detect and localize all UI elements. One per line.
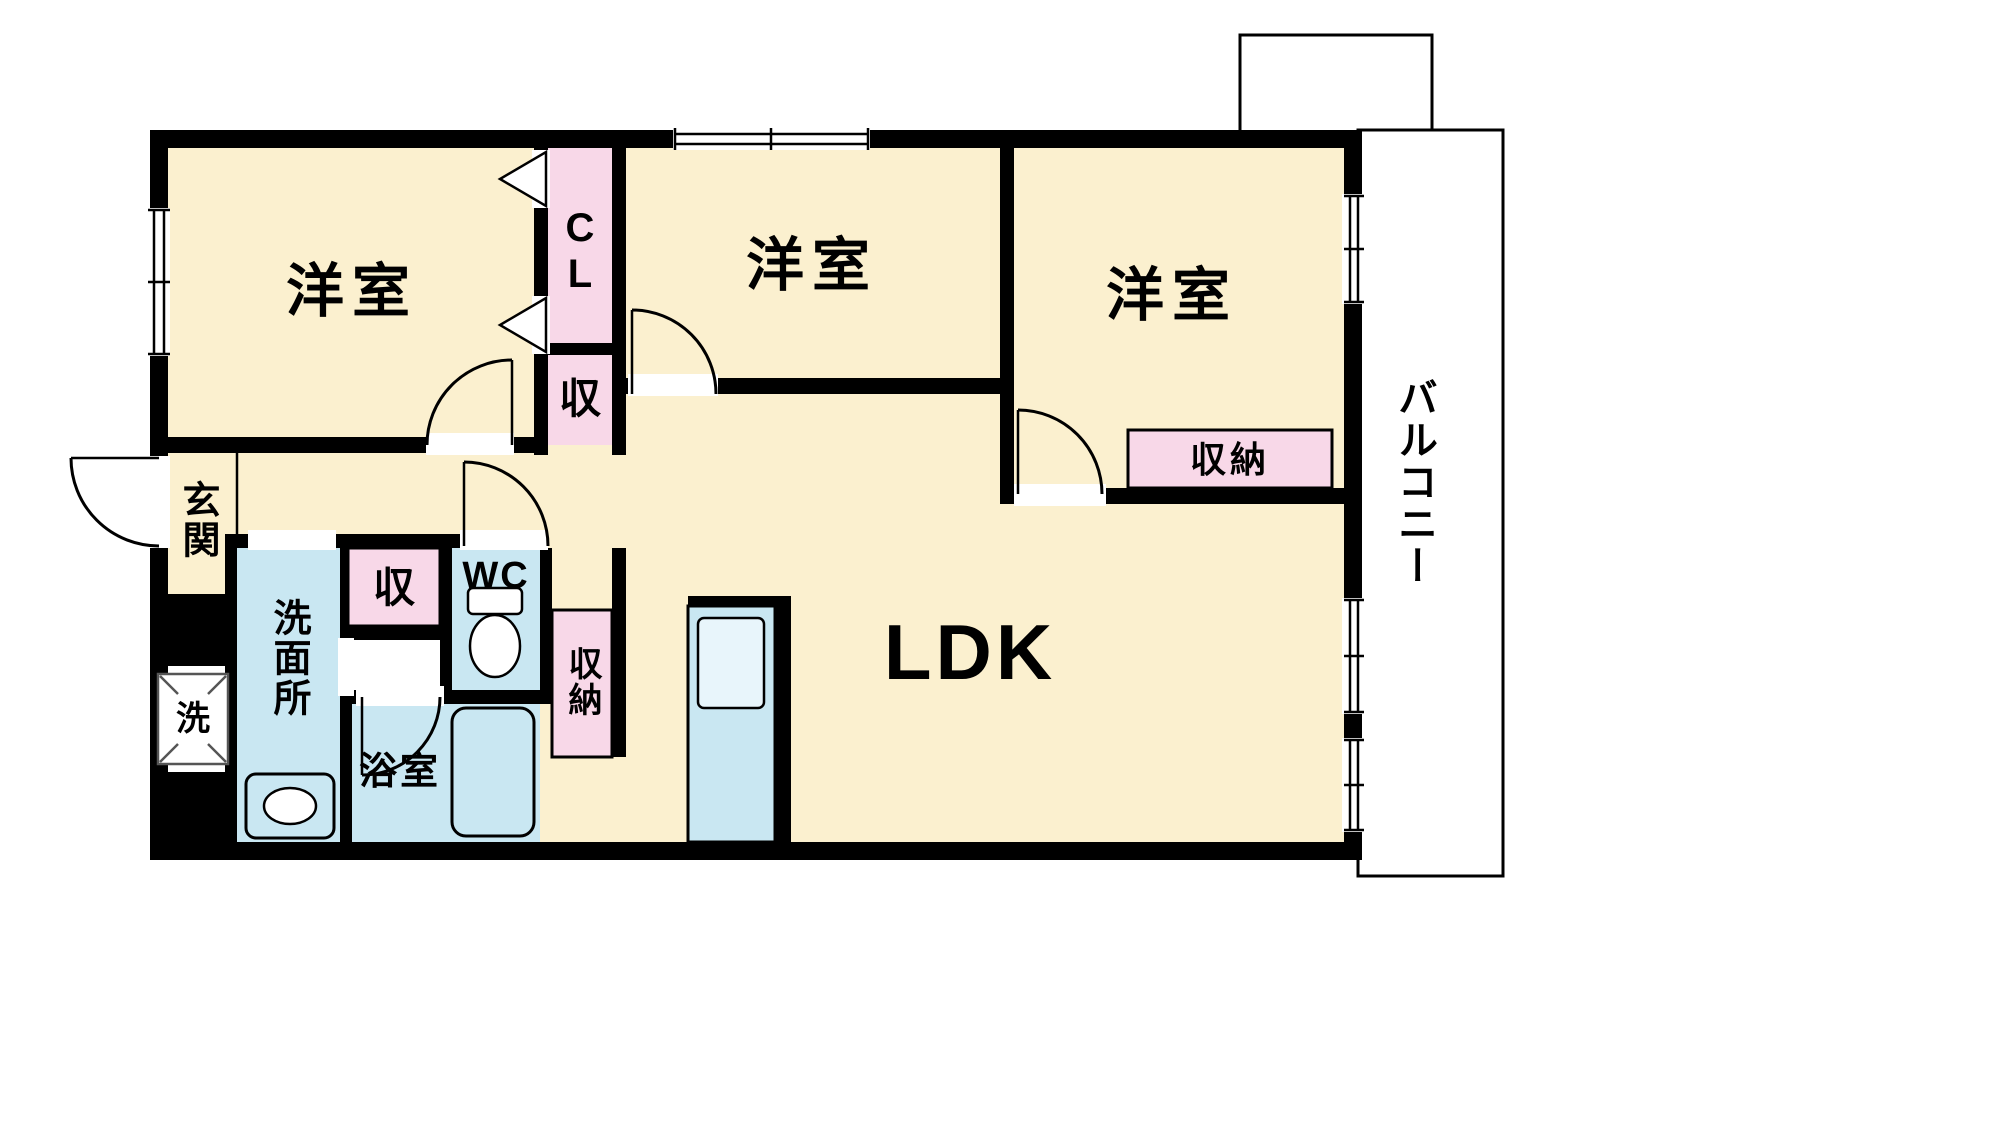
room-label-storage-hall: 収 [372, 564, 416, 611]
closet-cl-floor [548, 148, 612, 345]
bathroom-door [360, 696, 442, 777]
balcony-top-bay [1238, 33, 1434, 134]
room-label-washroom: 洗面所 [267, 598, 309, 718]
west2-door [630, 308, 718, 395]
room-label-entrance: 玄関 [176, 480, 218, 560]
fixtures [156, 586, 777, 844]
room-label-storage-west3: 収納 [1189, 439, 1271, 480]
doors [69, 149, 1104, 777]
storage-upper-floor [548, 355, 612, 445]
west1-door [425, 358, 514, 446]
window-ldk-upper [1344, 598, 1364, 714]
room-label-west2: 洋室 [745, 233, 879, 298]
room-label-bathroom: 浴室 [358, 751, 442, 793]
storage-hall-box [346, 546, 442, 628]
window-top-wall [673, 128, 870, 150]
balcony-area [1238, 33, 1505, 878]
entrance-door [69, 456, 160, 548]
closet-folding-doors [497, 149, 548, 355]
window-west3-right [1344, 194, 1364, 304]
washbasin-icon [244, 772, 336, 840]
room-label-laundry: 洗 [176, 700, 210, 738]
toilet-icon [466, 586, 524, 679]
room-label-west3: 洋室 [1105, 263, 1239, 328]
storage-tall-box [550, 608, 614, 759]
room-label-balcony: バルコニー [1392, 377, 1436, 587]
west3-door [1016, 408, 1104, 495]
room-label-west1: 洋室 [285, 259, 419, 324]
kitchen-wall [775, 596, 791, 842]
kitchen-counter-icon [686, 604, 777, 844]
hallway-door [462, 460, 550, 547]
room-label-storage-upper: 収 [558, 375, 602, 422]
room-label-closet-cl: CL [558, 206, 602, 298]
walls [150, 130, 1362, 860]
balcony-right-strip [1356, 128, 1505, 878]
storage-west3-box [1126, 428, 1334, 490]
laundry-pan-icon [156, 672, 230, 766]
bathtub-icon [450, 706, 536, 838]
windows [148, 128, 1364, 832]
room-label-storage-tall: 収納 [563, 646, 601, 718]
room-label-ldk: LDK [883, 608, 1057, 696]
storage-units [346, 428, 1334, 759]
window-left-wall [148, 208, 170, 356]
window-ldk-lower [1344, 738, 1364, 832]
room-label-toilet: WC [462, 555, 530, 597]
